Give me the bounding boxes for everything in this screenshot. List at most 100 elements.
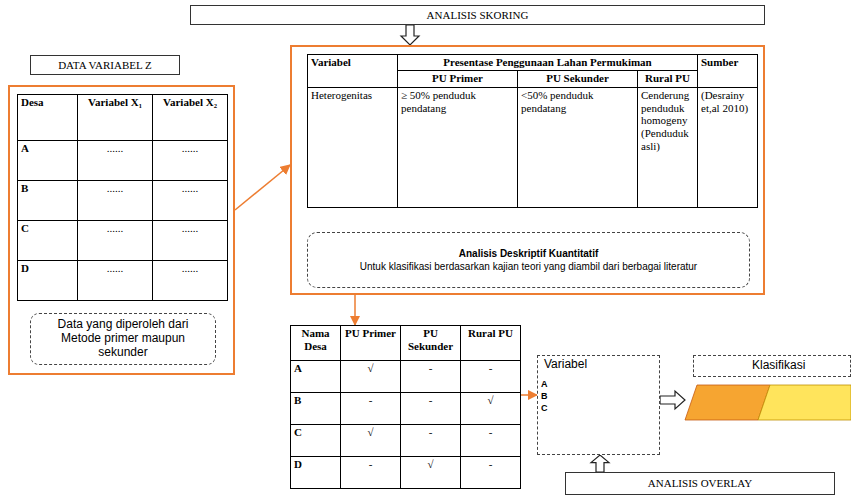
table-cell: Presentase Penggunaan Lahan Permukiman	[397, 54, 698, 71]
cell-text: Presentase Penggunaan Lahan Permukiman	[443, 56, 652, 69]
cell-text: D	[21, 262, 29, 275]
table-cell: PU Primer	[340, 325, 401, 361]
cell-text: ......	[107, 142, 124, 155]
table-cell: Nama Desa	[290, 325, 341, 361]
table-cell: ......	[152, 220, 228, 261]
cell-text: Cenderung penduduk homogeny (Penduduk as…	[641, 89, 694, 152]
table-cell: -	[460, 360, 521, 393]
cell-text: Variabel X₁	[88, 96, 142, 109]
table-cell: A	[17, 140, 78, 181]
cell-text: -	[369, 394, 373, 407]
table-cell: Variabel X₂	[152, 94, 228, 141]
table-cell: -	[460, 424, 521, 457]
method-box: Analisis Deskriptif KuantitatifUntuk kla…	[307, 232, 750, 288]
node-label: Klasifikasi	[752, 358, 805, 372]
table-cell: -	[340, 392, 401, 425]
node-label: ANALISIS SKORING	[427, 9, 529, 22]
cell-text: -	[429, 362, 433, 375]
flow-arrow	[235, 165, 290, 210]
data-title-box: DATA VARIABEL Z	[30, 55, 180, 75]
node-label: DATA VARIABEL Z	[58, 59, 152, 72]
map-layer	[758, 385, 851, 420]
table-cell: √	[340, 360, 401, 393]
table-cell: (Desrainy et,al 2010)	[697, 87, 758, 208]
table-cell: <50% penduduk pendatang	[517, 87, 638, 208]
table-cell: Variabel	[307, 54, 398, 88]
table-cell: Heterogenitas	[307, 87, 398, 208]
cell-text: PU Primer	[345, 327, 396, 340]
cell-text: Variabel X₂	[163, 96, 217, 109]
cell-text: -	[489, 362, 493, 375]
label-holder: Variabel	[544, 358, 587, 372]
note-box: Data yang diperoleh dari Metode primer m…	[30, 313, 216, 365]
table-cell: B	[17, 180, 78, 221]
node-label: Untuk klasifikasi berdasarkan kajian teo…	[360, 261, 697, 273]
label-holder: A	[541, 379, 548, 389]
cell-text: -	[429, 426, 433, 439]
overlay-banner: ANALISIS OVERLAY	[565, 472, 835, 495]
map-layer	[685, 385, 770, 420]
table-cell: √	[340, 424, 401, 457]
block-arrow	[660, 391, 685, 409]
table-cell: Variabel X₁	[77, 94, 153, 141]
table-cell: B	[290, 392, 341, 425]
table-cell: ......	[152, 180, 228, 221]
cell-text: ≥ 50% penduduk pendatang	[401, 89, 514, 114]
scoring-panel: Variabel Presentase Penggunaan Lahan Perm…	[290, 45, 765, 295]
table-cell: ......	[77, 260, 153, 301]
block-arrow	[591, 455, 609, 472]
cell-text: Heterogenitas	[311, 89, 372, 102]
cell-text: PU Sekunder	[404, 327, 457, 352]
cell-text: PU Primer	[432, 72, 483, 85]
cell-text: B	[21, 182, 28, 195]
table-cell: √	[400, 456, 461, 489]
node-label: ANALISIS OVERLAY	[648, 477, 752, 490]
table-cell: Desa	[17, 94, 78, 141]
cell-text: A	[21, 142, 29, 155]
cell-text: Rural PU	[645, 72, 690, 85]
table-cell: ......	[77, 140, 153, 181]
table-cell: Rural PU	[460, 325, 521, 361]
cell-text: C	[294, 426, 302, 439]
cell-text: √	[427, 458, 433, 471]
cell-text: ......	[182, 182, 199, 195]
cell-text: ......	[182, 222, 199, 235]
table-cell: Rural PU	[637, 70, 698, 88]
cell-text: Desa	[21, 96, 44, 109]
classification-table: Nama DesaPU PrimerPU SekunderRural PUA√-…	[290, 325, 521, 490]
table-cell: -	[400, 392, 461, 425]
table-cell: ......	[152, 140, 228, 181]
cell-text: C	[21, 222, 29, 235]
flow-arrow	[354, 295, 356, 325]
table-cell: ......	[152, 260, 228, 301]
classification-layer	[685, 385, 851, 420]
cell-text: -	[429, 394, 433, 407]
cell-text: Rural PU	[468, 327, 513, 340]
table-cell: ......	[77, 220, 153, 261]
table-cell: -	[400, 424, 461, 457]
label-holder: C	[541, 403, 548, 413]
cell-text: B	[294, 394, 301, 407]
cell-text: A	[294, 362, 302, 375]
cell-text: <50% penduduk pendatang	[521, 89, 634, 114]
cell-text: Sumber	[701, 56, 738, 69]
node-label: Variabel	[544, 357, 587, 371]
table-cell: √	[460, 392, 521, 425]
table-cell: -	[400, 360, 461, 393]
table-cell: D	[290, 456, 341, 489]
cell-text: -	[489, 458, 493, 471]
cell-text: D	[294, 458, 302, 471]
cell-text: Variabel	[311, 56, 351, 69]
cell-text: ......	[107, 182, 124, 195]
table-cell: A	[290, 360, 341, 393]
table-cell: D	[17, 260, 78, 301]
node-label: Data yang diperoleh dari Metode primer m…	[37, 318, 209, 359]
cell-text: PU Sekunder	[546, 72, 609, 85]
cell-text: ......	[182, 262, 199, 275]
label-holder: B	[541, 391, 548, 401]
node-label: C	[541, 403, 548, 413]
cell-text: ......	[107, 262, 124, 275]
cell-text: ......	[107, 222, 124, 235]
table-cell: Cenderung penduduk homogeny (Penduduk as…	[637, 87, 698, 208]
